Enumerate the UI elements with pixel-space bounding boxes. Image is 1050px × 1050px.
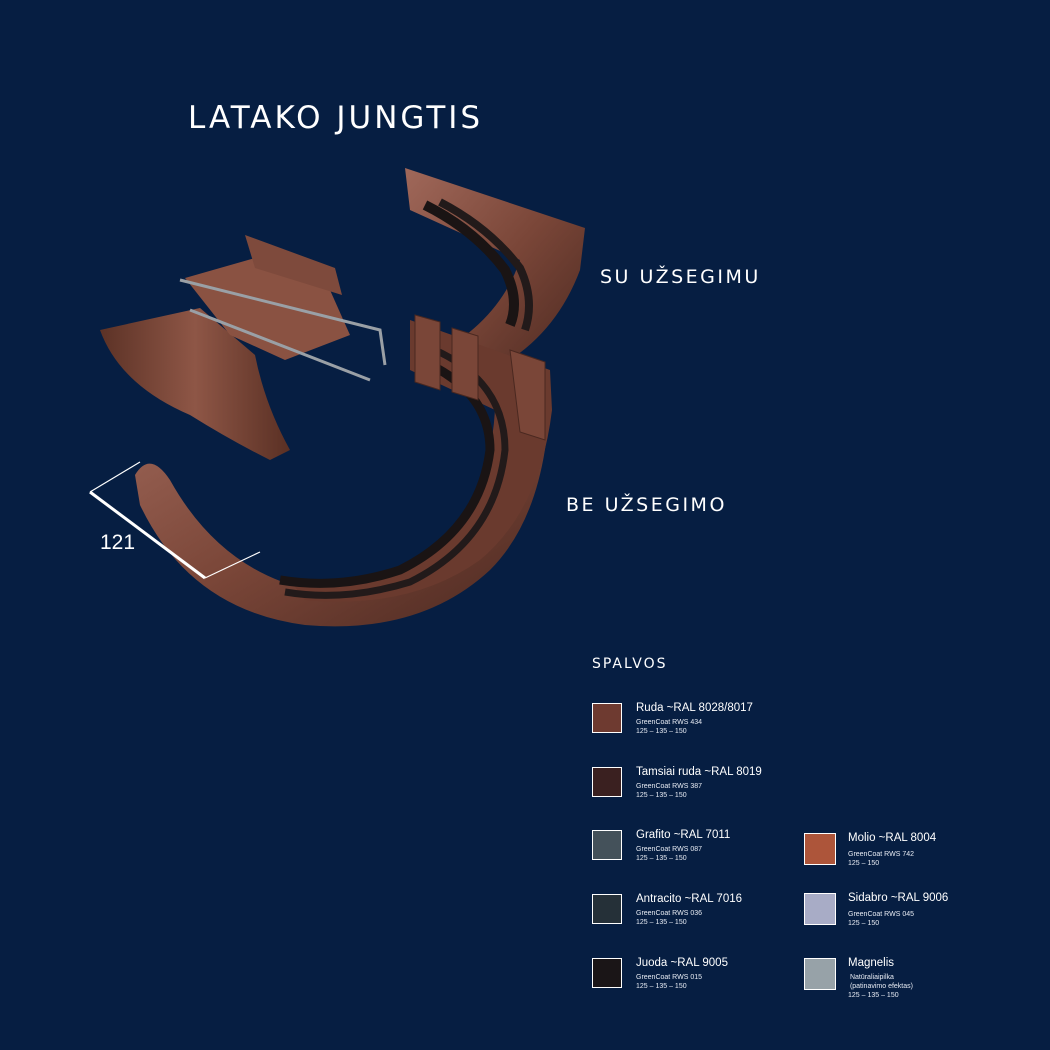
swatch-item: Molio ~RAL 8004 GreenCoat RWS 742 125 – …: [804, 832, 1034, 883]
swatch-details: GreenCoat RWS 434 125 – 135 – 150: [636, 719, 703, 735]
swatch-name: Juoda ~RAL 9005: [636, 957, 728, 969]
swatch-details: Natūraliaipilka (patinavimo efektas) 125…: [848, 974, 913, 999]
page-title: LATAKO JUNGTIS: [188, 100, 484, 136]
swatch-item: Tamsiai ruda ~RAL 8019 GreenCoat RWS 387…: [592, 766, 822, 817]
dimension-value: 121: [100, 531, 136, 554]
swatch-name: Antracito ~RAL 7016: [636, 893, 743, 905]
swatch-item: Antracito ~RAL 7016 GreenCoat RWS 036 12…: [592, 893, 822, 944]
swatch-details: GreenCoat RWS 087 125 – 135 – 150: [636, 846, 703, 862]
swatch-name: Sidabro ~RAL 9006: [848, 892, 949, 904]
swatch-details: GreenCoat RWS 742 125 – 150: [848, 851, 915, 867]
color-swatch: [804, 833, 836, 865]
swatch-details: GreenCoat RWS 387 125 – 135 – 150: [636, 783, 703, 799]
swatch-details: GreenCoat RWS 015 125 – 135 – 150: [636, 974, 703, 990]
swatch-details: GreenCoat RWS 036 125 – 135 – 150: [636, 910, 703, 926]
swatch-name: Ruda ~RAL 8028/8017: [636, 702, 753, 714]
variant-label-with-clip: SU UŽSEGIMU: [600, 266, 761, 288]
swatch-item: Magnelis Natūraliaipilka (patinavimo efe…: [804, 957, 1034, 1008]
swatch-details: GreenCoat RWS 045 125 – 150: [848, 911, 915, 927]
joint-with-clip: [100, 168, 585, 460]
color-swatch: [592, 894, 622, 924]
swatch-item: Juoda ~RAL 9005 GreenCoat RWS 015 125 – …: [592, 957, 822, 1008]
color-swatch: [592, 958, 622, 988]
variant-label-without-clip: BE UŽSEGIMO: [566, 494, 727, 516]
color-swatch: [592, 830, 622, 860]
color-swatch: [592, 703, 622, 733]
swatch-name: Grafito ~RAL 7011: [636, 829, 731, 841]
swatch-item: Sidabro ~RAL 9006 GreenCoat RWS 045 125 …: [804, 892, 1034, 943]
swatch-name: Magnelis: [848, 957, 895, 969]
joint-without-clip: [135, 314, 552, 627]
swatch-item: Ruda ~RAL 8028/8017 GreenCoat RWS 434 12…: [592, 702, 822, 753]
swatch-name: Molio ~RAL 8004: [848, 832, 937, 844]
color-swatch: [804, 893, 836, 925]
color-swatch: [804, 958, 836, 990]
swatch-name: Tamsiai ruda ~RAL 8019: [636, 766, 762, 778]
color-swatch: [592, 767, 622, 797]
swatch-item: Grafito ~RAL 7011 GreenCoat RWS 087 125 …: [592, 829, 822, 880]
colors-heading: SPALVOS: [592, 656, 668, 672]
gutter-joint-illustration: [89, 168, 585, 627]
dimension-lines: [89, 461, 261, 580]
